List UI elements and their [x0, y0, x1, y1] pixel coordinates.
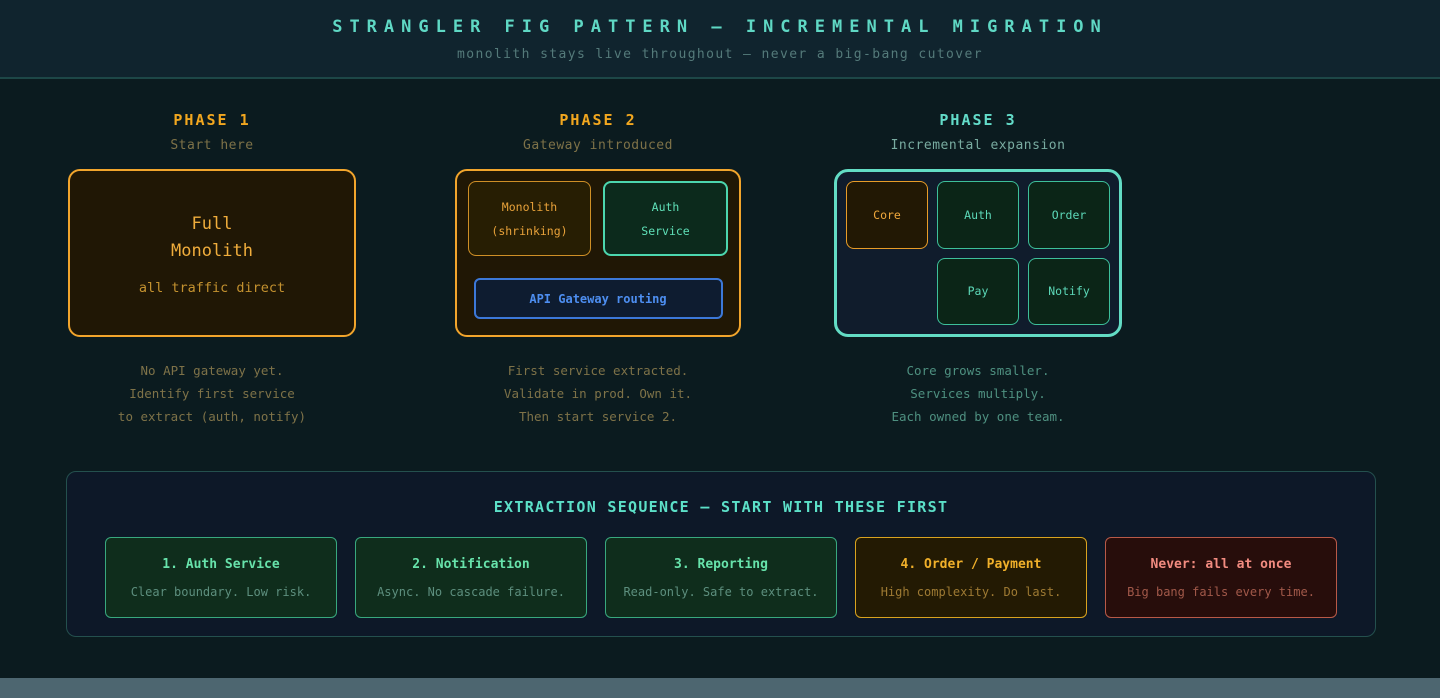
- card-auth-service-title: 1. Auth Service: [162, 556, 280, 572]
- monolith-shrinking-line1: Monolith: [501, 199, 558, 214]
- phase-3-subtitle: Incremental expansion: [890, 138, 1066, 153]
- monolith-caption: all traffic direct: [138, 279, 286, 296]
- monolith-name-line2: Monolith: [171, 240, 253, 261]
- phase-1-desc-line3: to extract (auth, notify): [117, 409, 307, 424]
- auth-cell: Auth: [937, 181, 1019, 249]
- page-header: STRANGLER FIG PATTERN — INCREMENTAL MIGR…: [0, 0, 1440, 79]
- card-reporting-title: 3. Reporting: [674, 556, 768, 572]
- phase-3-column: PHASE 3 Incremental expansion Core Auth …: [834, 83, 1122, 428]
- monolith-name: Full Monolith: [171, 211, 253, 265]
- extraction-sequence-panel: EXTRACTION SEQUENCE — START WITH THESE F…: [66, 471, 1376, 637]
- phase-2-column: PHASE 2 Gateway introduced Monolith (shr…: [455, 83, 741, 428]
- card-never-all-at-once-title: Never: all at once: [1150, 556, 1292, 572]
- card-auth-service: 1. Auth Service Clear boundary. Low risk…: [105, 537, 337, 618]
- phase-1-desc-line2: Identify first service: [129, 386, 295, 401]
- order-cell: Order: [1028, 181, 1110, 249]
- phase-3-description: Core grows smaller. Services multiply. E…: [834, 359, 1122, 428]
- empty-cell: [846, 258, 928, 326]
- auth-service-box: Auth Service: [603, 181, 728, 256]
- card-order-payment-subtitle: High complexity. Do last.: [880, 584, 1062, 599]
- page-subtitle: monolith stays live throughout — never a…: [457, 47, 983, 62]
- phase-3-desc-line1: Core grows smaller.: [906, 363, 1050, 378]
- card-auth-service-subtitle: Clear boundary. Low risk.: [130, 584, 312, 599]
- card-order-payment: 4. Order / Payment High complexity. Do l…: [855, 537, 1087, 618]
- phase-2-desc-line3: Then start service 2.: [518, 409, 678, 424]
- phase-2-desc-line2: Validate in prod. Own it.: [503, 386, 693, 401]
- full-monolith-box: Full Monolith all traffic direct: [68, 169, 356, 337]
- phase-1-description: No API gateway yet. Identify first servi…: [68, 359, 356, 428]
- phase-2-title: PHASE 2: [559, 111, 637, 129]
- phase-1-column: PHASE 1 Start here Full Monolith all tra…: [68, 83, 356, 428]
- auth-service-line2: Service: [641, 223, 690, 238]
- phase-2-diagram-box: Monolith (shrinking) Auth Service API Ga…: [455, 169, 741, 337]
- bottom-bar: [0, 678, 1440, 698]
- notify-cell: Notify: [1028, 257, 1110, 325]
- page-title: STRANGLER FIG PATTERN — INCREMENTAL MIGR…: [332, 17, 1108, 37]
- card-reporting: 3. Reporting Read-only. Safe to extract.: [605, 537, 837, 618]
- phase-2-description: First service extracted. Validate in pro…: [455, 359, 741, 428]
- monolith-shrinking-line2: (shrinking): [491, 223, 568, 238]
- auth-service-line1: Auth: [651, 199, 680, 214]
- phase-2-desc-line1: First service extracted.: [507, 363, 689, 378]
- phase-1-desc-line1: No API gateway yet.: [140, 363, 284, 378]
- phase-2-subtitle: Gateway introduced: [523, 138, 673, 153]
- card-reporting-subtitle: Read-only. Safe to extract.: [623, 584, 819, 599]
- phase-1-title: PHASE 1: [173, 111, 251, 129]
- phase-3-desc-line3: Each owned by one team.: [891, 409, 1065, 424]
- api-gateway-box: API Gateway routing: [473, 278, 723, 319]
- phase-3-desc-line2: Services multiply.: [910, 386, 1046, 401]
- card-never-all-at-once-subtitle: Big bang fails every time.: [1127, 584, 1315, 599]
- phase-3-title: PHASE 3: [939, 111, 1017, 129]
- card-order-payment-title: 4. Order / Payment: [900, 556, 1042, 572]
- phase-1-subtitle: Start here: [170, 138, 254, 153]
- monolith-name-line1: Full: [191, 213, 233, 234]
- extraction-cards-row: 1. Auth Service Clear boundary. Low risk…: [67, 537, 1375, 618]
- card-never-all-at-once: Never: all at once Big bang fails every …: [1105, 537, 1337, 618]
- extraction-sequence-title: EXTRACTION SEQUENCE — START WITH THESE F…: [493, 498, 949, 516]
- card-notification-title: 2. Notification: [412, 556, 530, 572]
- pay-cell: Pay: [937, 257, 1019, 325]
- phase-2-top-row: Monolith (shrinking) Auth Service: [468, 181, 728, 256]
- core-cell: Core: [846, 181, 928, 249]
- phase-3-diagram-box: Core Auth Order Pay Notify: [834, 169, 1122, 337]
- card-notification-subtitle: Async. No cascade failure.: [377, 584, 565, 599]
- monolith-shrinking-box: Monolith (shrinking): [468, 181, 591, 256]
- card-notification: 2. Notification Async. No cascade failur…: [355, 537, 587, 618]
